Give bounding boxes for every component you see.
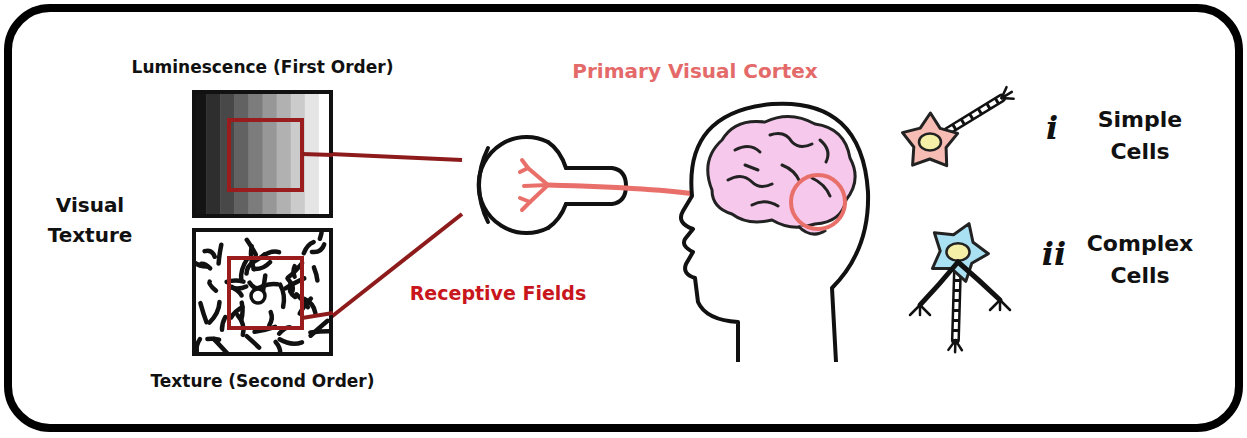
complex-cell-icon: [910, 224, 1010, 353]
leader-line: [330, 154, 462, 160]
texture-panel: Texture (Second Order): [100, 228, 425, 392]
outer-frame: [8, 8, 1239, 428]
retina-branches: [520, 160, 548, 210]
roman-numeral: i: [1032, 108, 1072, 148]
brain-icon: [708, 116, 855, 234]
cell-type-label: Complex Cells: [1070, 228, 1210, 292]
simple-cell-icon: [903, 87, 1014, 166]
head-silhouette: [681, 104, 868, 362]
texture-panel: Luminescence (First Order): [100, 56, 425, 218]
region-label: Primary Visual Cortex: [540, 58, 850, 84]
texture-image-art: [192, 90, 333, 218]
side-label: Visual Texture: [30, 190, 150, 250]
cortex-highlight: [791, 175, 845, 229]
texture-image-art: [192, 228, 333, 356]
panel-heading: Texture (Second Order): [150, 370, 374, 392]
texture-image: [192, 228, 333, 356]
roman-numeral: ii: [1032, 234, 1076, 274]
texture-image: [192, 90, 333, 218]
receptive-fields-label: Receptive Fields: [378, 280, 618, 306]
panel-heading: Luminescence (First Order): [132, 56, 394, 78]
cell-type-label: Simple Cells: [1076, 104, 1204, 168]
